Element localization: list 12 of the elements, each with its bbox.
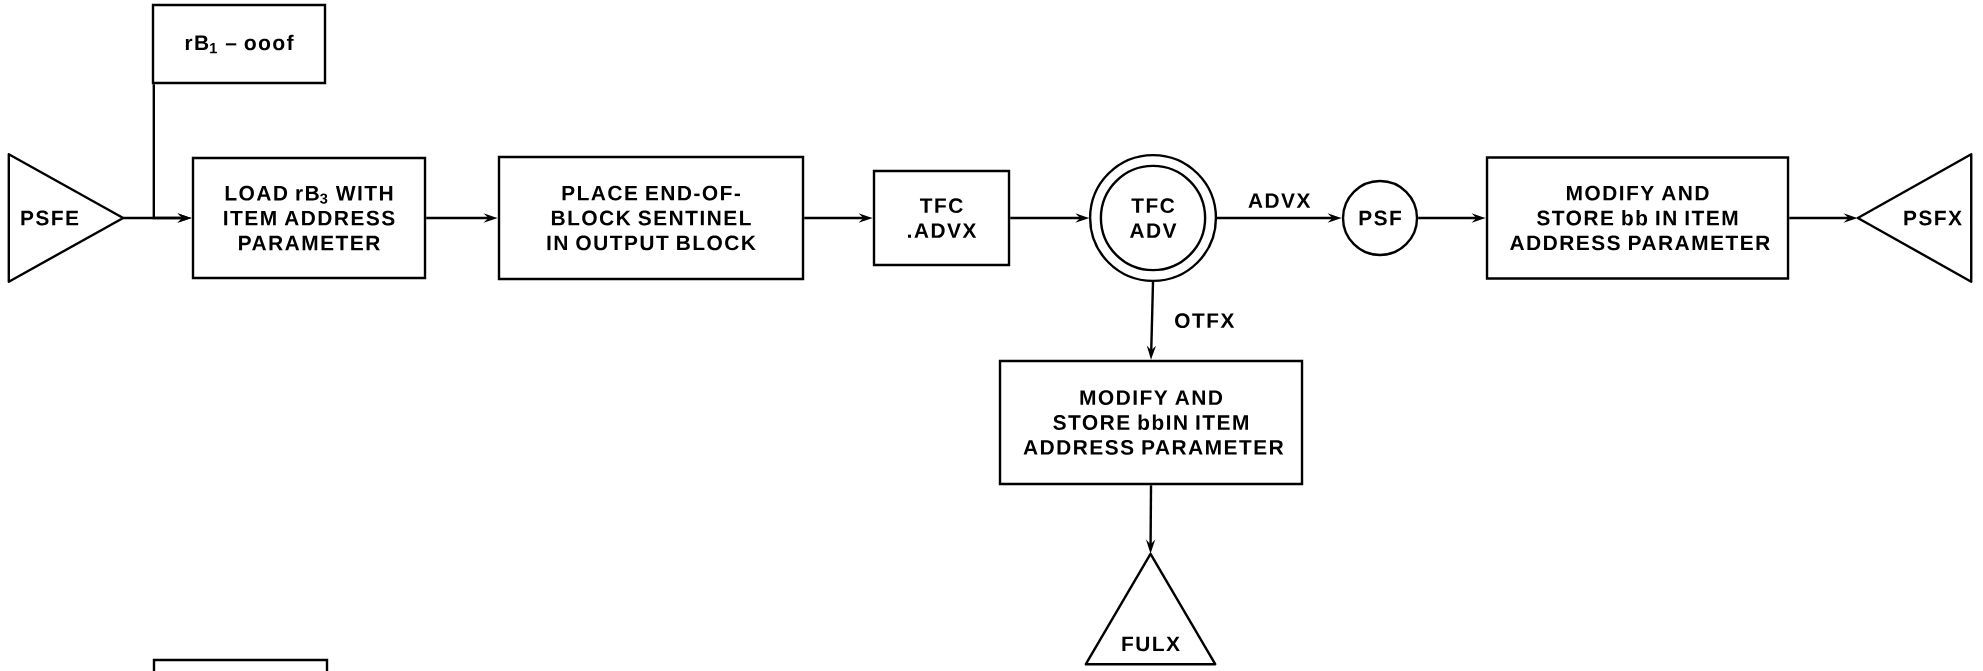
process-box: MODIFY AND STORE bbIN ITEM ADDRESS PARAMETER — [998, 359, 1304, 486]
process-box — [152, 658, 329, 671]
connector-triangle: PSFE — [7, 153, 125, 283]
process-box: PLACE END-OF-BLOCK SENTINEL IN OUTPUT BLOCK — [497, 155, 805, 281]
process-box: LOAD rB$_{3}$ WITH ITEM ADDRESS PARAMETER — [191, 156, 427, 280]
connector-triangle: PSFX — [1856, 153, 1973, 283]
process-box: MODIFY AND STORE bb IN ITEM ADDRESS PARAMETER — [1485, 156, 1790, 280]
connector-triangle: FULX — [1084, 552, 1217, 666]
process-box: TFC .ADVX — [872, 169, 1011, 267]
edge-label: OTFX — [1171, 310, 1238, 332]
edge-label: ADVX — [1244, 190, 1314, 211]
process-box: rB$_{1}$ – ooof — [151, 3, 327, 85]
